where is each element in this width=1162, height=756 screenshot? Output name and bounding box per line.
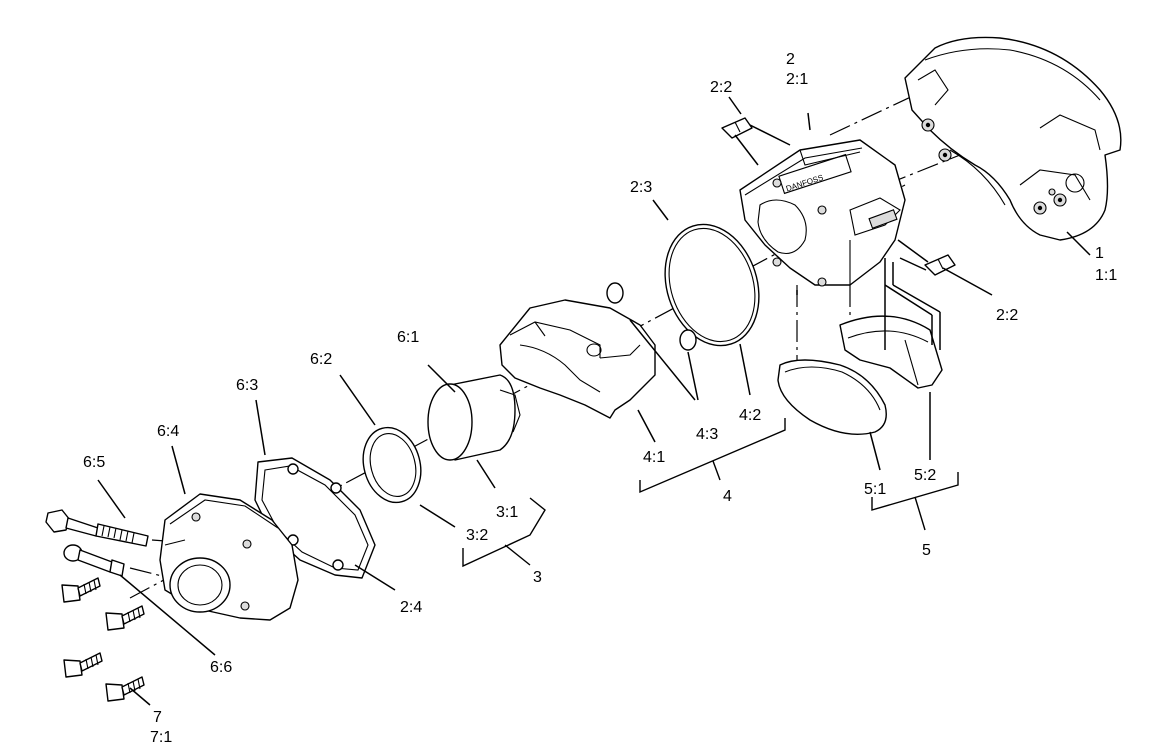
gasket [254, 457, 376, 579]
small-seals [606, 282, 697, 351]
screw-2 [105, 605, 145, 631]
label-6-6: 6:6 [210, 659, 232, 676]
label-5-2: 5:2 [914, 467, 936, 484]
label-4-3: 4:3 [696, 426, 718, 443]
label-5-1: 5:1 [864, 481, 886, 498]
label-5: 5 [922, 542, 931, 559]
valve-body: DANFOSS [739, 139, 906, 287]
label-2-2-upper: 2:2 [710, 79, 732, 96]
o-ring-large [664, 223, 760, 347]
label-4-2: 4:2 [739, 407, 761, 424]
label-2-1: 2:1 [786, 71, 808, 88]
cover-housing [904, 36, 1122, 241]
group-brackets [462, 418, 959, 568]
cylinder-spool [427, 374, 521, 461]
end-cap [159, 493, 299, 621]
label-4-1: 4:1 [643, 449, 665, 466]
callout-labels: 1 1:1 2 2:1 2:2 2:2 2:3 2:4 3 3:1 3:2 4 … [83, 51, 1117, 746]
label-2: 2 [786, 51, 795, 68]
label-6-3: 6:3 [236, 377, 258, 394]
carrier-bracket [499, 299, 656, 419]
label-2-4: 2:4 [400, 599, 422, 616]
label-3: 3 [533, 569, 542, 586]
label-2-3: 2:3 [630, 179, 652, 196]
screw-1 [61, 577, 101, 603]
label-1: 1 [1095, 245, 1104, 262]
label-2-2-lower: 2:2 [996, 307, 1018, 324]
piston-cover [777, 359, 887, 435]
label-3-1: 3:1 [496, 504, 518, 521]
clip-lower [897, 239, 956, 276]
leader-lines [97, 96, 1091, 706]
retaining-ring [362, 426, 422, 504]
label-6-2: 6:2 [310, 351, 332, 368]
label-6-5: 6:5 [83, 454, 105, 471]
screw-3 [63, 652, 103, 678]
label-6-4: 6:4 [157, 423, 179, 440]
label-3-2: 3:2 [466, 527, 488, 544]
label-6-1: 6:1 [397, 329, 419, 346]
label-1-1: 1:1 [1095, 267, 1117, 284]
clip-upper [721, 117, 791, 166]
label-7-1: 7:1 [150, 729, 172, 746]
label-4: 4 [723, 488, 732, 505]
bleed-fitting [45, 509, 149, 547]
plug [63, 544, 125, 577]
screw-4 [105, 676, 145, 702]
plunger-plate [839, 315, 943, 389]
label-7: 7 [153, 709, 162, 726]
